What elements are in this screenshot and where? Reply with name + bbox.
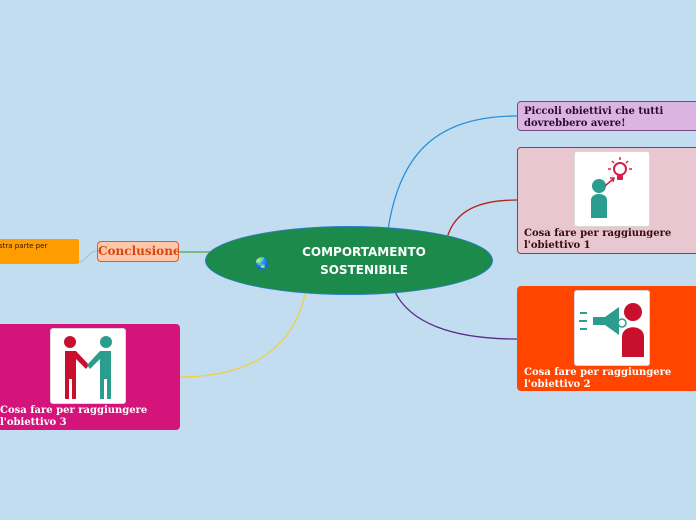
central-topic-label: COMPORTAMENTO SOSTENIBILE — [302, 244, 426, 277]
person-idea-icon — [574, 151, 650, 227]
topic-obiettivo-2-label: Cosa fare per raggiungere l'obiettivo 2 — [524, 367, 672, 390]
connector-obiettivo-2 — [394, 291, 518, 340]
subtopic-conclusione-child-label: stra parte per — [0, 242, 48, 250]
connector-obiettivo-3 — [179, 293, 306, 378]
topic-obiettivo-3[interactable]: Cosa fare per raggiungere l'obiettivo 3 — [0, 324, 180, 430]
topic-obiettivo-2[interactable]: Cosa fare per raggiungere l'obiettivo 2 — [517, 286, 696, 391]
subtopic-conclusione-child[interactable]: stra parte per — [0, 239, 79, 264]
connector-conclusione-child — [78, 250, 98, 263]
topic-conclusione[interactable]: Conclusione — [97, 241, 179, 262]
topic-piccoli-obiettivi[interactable]: Piccoli obiettivi che tutti dovrebbero a… — [517, 101, 696, 131]
person-megaphone-icon — [574, 290, 650, 366]
connector-obiettivo-1 — [446, 199, 518, 239]
topic-obiettivo-1[interactable]: Cosa fare per raggiungere l'obiettivo 1 — [517, 147, 696, 254]
connector-piccoli — [387, 115, 518, 231]
handshake-icon — [50, 328, 126, 404]
topic-obiettivo-1-label: Cosa fare per raggiungere l'obiettivo 1 — [524, 228, 672, 251]
central-topic[interactable]: 🌏 COMPORTAMENTO SOSTENIBILE — [205, 226, 493, 295]
topic-obiettivo-3-label: Cosa fare per raggiungere l'obiettivo 3 — [0, 405, 148, 428]
topic-conclusione-label: Conclusione — [98, 244, 179, 258]
globe-icon: 🌏 — [255, 257, 269, 270]
topic-piccoli-obiettivi-label: Piccoli obiettivi che tutti dovrebbero a… — [524, 106, 664, 129]
